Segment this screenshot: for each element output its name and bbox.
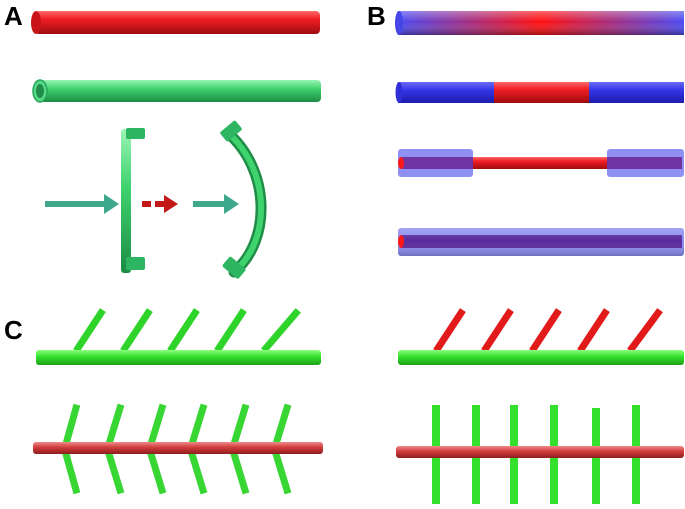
panel-a — [31, 11, 321, 279]
transition-arrow — [142, 195, 178, 213]
green-branched-rod — [36, 308, 321, 365]
panel-label-b: B — [367, 1, 386, 31]
bent-beam — [220, 120, 267, 279]
green-rod-red-branches — [398, 308, 684, 365]
panel-c — [33, 308, 684, 504]
gradient-rod — [395, 11, 684, 35]
force-arrow-left — [45, 194, 119, 214]
segmented-rod — [395, 82, 684, 103]
panel-b — [395, 11, 684, 256]
panel-label-a: A — [4, 1, 23, 31]
red-rod-chevron-branches — [33, 403, 323, 495]
panel-label-c: C — [4, 315, 23, 345]
straight-beam — [121, 128, 145, 273]
red-rod — [31, 11, 320, 34]
green-hollow-tube — [32, 79, 321, 103]
force-arrow-right — [193, 194, 239, 214]
red-rod-perpendicular-branches — [396, 405, 684, 504]
dumbbell-rod — [398, 149, 684, 177]
core-shell-rod — [398, 228, 684, 256]
